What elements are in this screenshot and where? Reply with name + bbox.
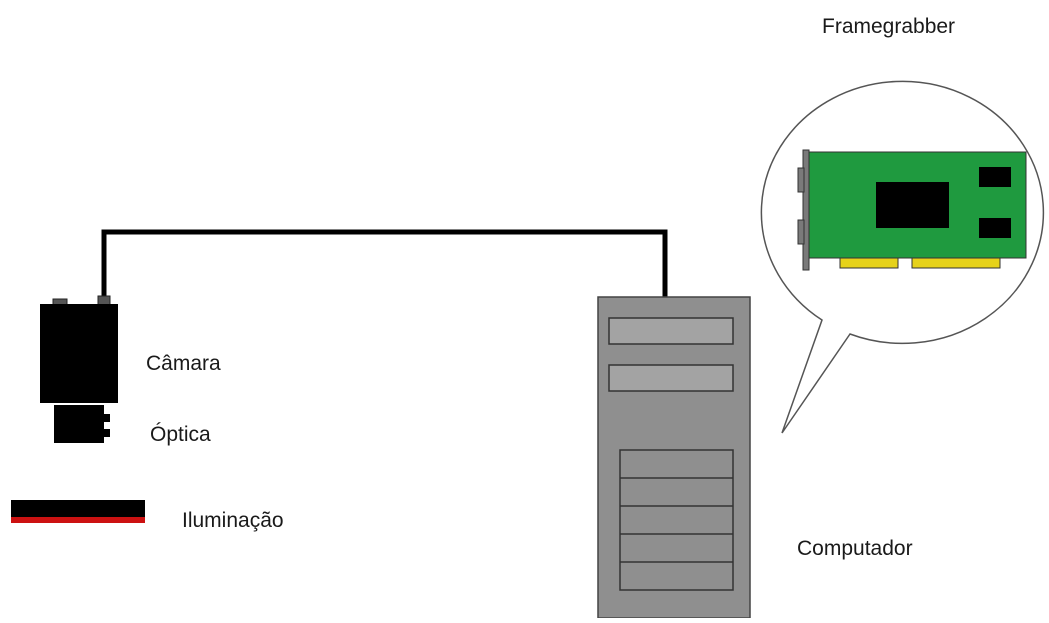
chip-bottom <box>979 218 1011 238</box>
lens-icon <box>54 405 110 443</box>
chip-main <box>876 182 949 228</box>
drive-bay-1 <box>608 317 734 345</box>
light-bar-icon <box>11 500 145 523</box>
drive-bay-2 <box>608 364 734 392</box>
framegrabber-label: Framegrabber <box>822 15 955 38</box>
camera-icon <box>40 295 118 403</box>
pc-tower-icon <box>597 296 751 619</box>
lighting-label: Iluminação <box>182 509 284 532</box>
optics-label: Óptica <box>150 423 211 446</box>
computer-label: Computador <box>797 537 913 560</box>
camera-label: Câmara <box>146 352 221 375</box>
contacts-left <box>839 257 899 269</box>
cable-connector <box>101 229 668 298</box>
contacts-right <box>911 257 1001 269</box>
pci-card-icon <box>797 149 1027 271</box>
chip-top <box>979 167 1011 187</box>
front-panel <box>619 449 734 591</box>
framegrabber-callout <box>760 80 1045 434</box>
